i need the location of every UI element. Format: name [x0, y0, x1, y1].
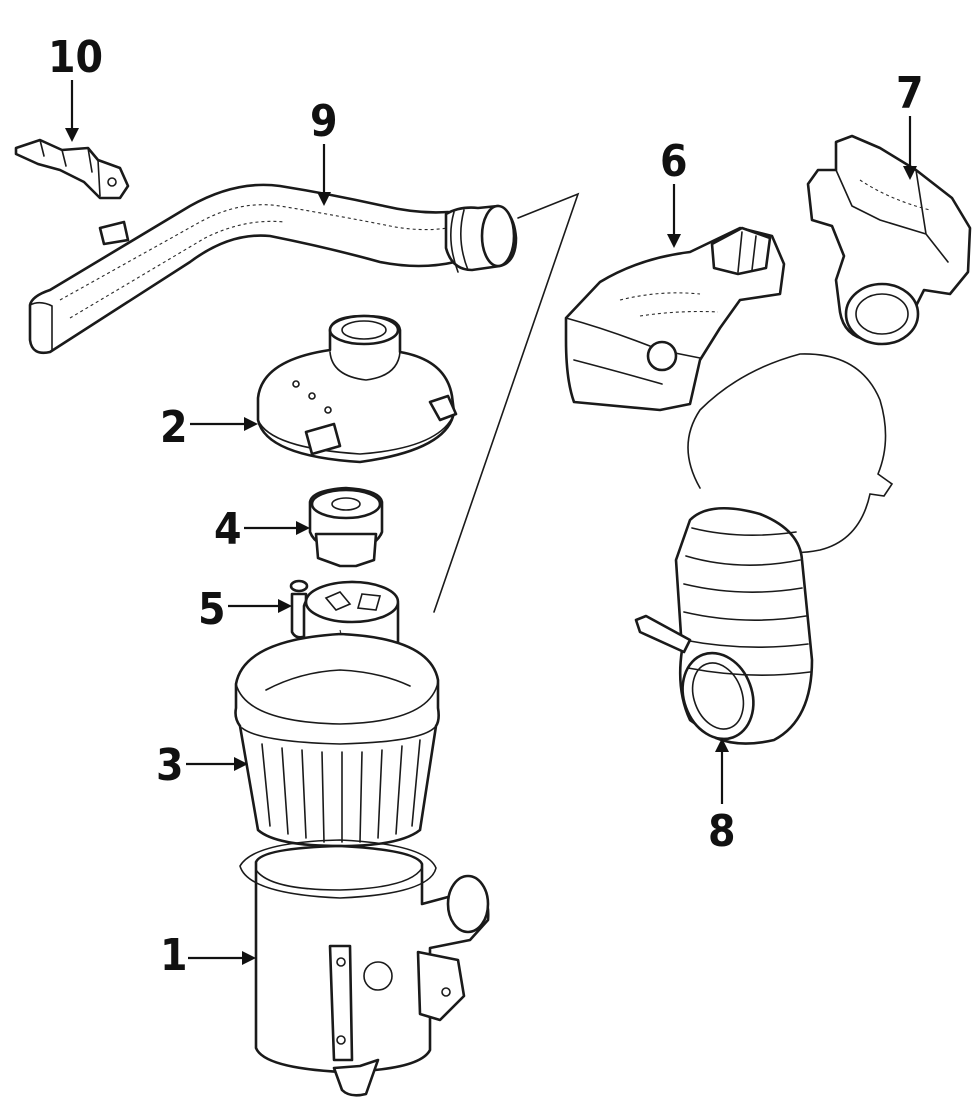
svg-text:9: 9 [310, 96, 338, 147]
svg-text:3: 3 [156, 740, 184, 791]
callout-9: 9 [310, 96, 338, 206]
callout-3: 3 [156, 740, 248, 791]
callout-2: 2 [160, 402, 258, 453]
callout-1: 1 [160, 930, 256, 981]
callout-10: 10 [48, 32, 103, 142]
part-7-elbow-duct[interactable] [806, 134, 972, 346]
guide-line [433, 192, 580, 613]
part-9-intake-duct[interactable] [28, 183, 518, 355]
callout-7: 7 [896, 68, 924, 180]
svg-text:1: 1 [160, 930, 188, 981]
svg-text:2: 2 [160, 402, 188, 453]
svg-text:10: 10 [48, 32, 103, 83]
part-8-air-hose[interactable] [634, 353, 894, 749]
callout-8: 8 [708, 738, 736, 857]
part-3-filter-element[interactable] [234, 632, 440, 848]
part-10-bracket[interactable] [14, 138, 130, 200]
svg-text:8: 8 [708, 806, 736, 857]
callout-5: 5 [198, 584, 292, 635]
part-1-cleaner-case[interactable] [239, 839, 490, 1097]
callout-4: 4 [214, 504, 310, 555]
svg-text:6: 6 [660, 136, 688, 187]
part-2-filter-cover[interactable] [256, 314, 458, 464]
svg-text:5: 5 [198, 584, 226, 635]
callout-6: 6 [660, 136, 688, 248]
part-6-air-flow-meter[interactable] [564, 226, 786, 412]
part-4-valve[interactable] [308, 486, 384, 568]
svg-text:7: 7 [896, 68, 924, 119]
svg-text:4: 4 [214, 504, 242, 555]
